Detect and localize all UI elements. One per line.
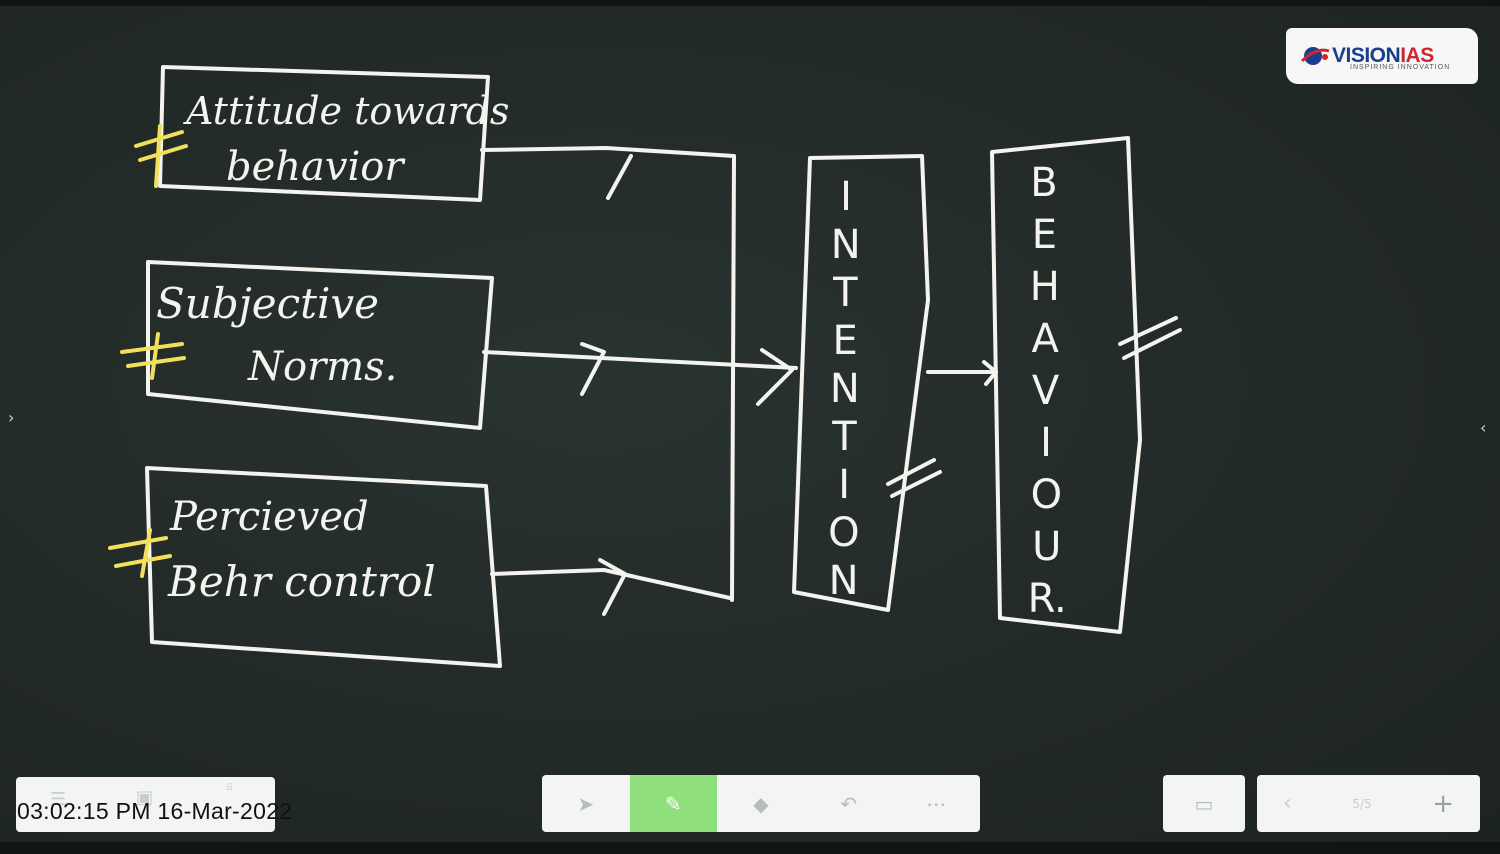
perceived-line1: Percieved xyxy=(169,494,369,540)
pen-icon: ✎ xyxy=(665,791,682,816)
arrow-head-perceived xyxy=(598,558,627,616)
intention-letter: I xyxy=(840,174,852,220)
left-toolbar: ☰ ▣ ⠿ xyxy=(16,777,275,832)
box-perceived-control xyxy=(145,466,502,668)
emphasis-mark-perceived xyxy=(108,528,172,578)
subjective-line2: Norms. xyxy=(247,344,397,390)
screen-capture-icon[interactable]: ▣ xyxy=(136,787,154,808)
subjective-line1: Subjective xyxy=(156,279,379,328)
arrow-head-subjective xyxy=(580,342,606,396)
recording-timestamp: 03:02:15 PM 16-Mar-2022 xyxy=(17,798,293,824)
emphasis-mark-attitude xyxy=(134,124,188,188)
pointer-tool-button[interactable]: ➤ xyxy=(542,775,630,832)
double-tick-intention xyxy=(886,458,942,498)
logo-vision: VISION xyxy=(1332,44,1401,67)
grid-icon[interactable]: ⠿ xyxy=(226,783,234,794)
eraser-tool-button[interactable]: ◆ xyxy=(717,775,805,832)
prev-page-icon[interactable]: ‹ xyxy=(1283,791,1292,816)
arrow-head-attitude xyxy=(606,154,633,200)
globe-logo-icon xyxy=(1300,47,1330,65)
behaviour-letter: R. xyxy=(1028,576,1067,622)
logo-wordmark: VISIONIAS xyxy=(1332,44,1434,68)
page-navigation: ‹ 5/5 + xyxy=(1257,775,1480,832)
intention-letter: N xyxy=(831,222,861,268)
logo-ias: IAS xyxy=(1400,44,1434,67)
intention-letter: T xyxy=(832,270,858,316)
box-intention xyxy=(792,154,930,612)
connector-perceived xyxy=(490,568,732,600)
behaviour-letter: I xyxy=(1040,420,1052,466)
board-frame-top xyxy=(0,0,1500,6)
emphasis-mark-subjective xyxy=(120,332,186,380)
connector-attitude xyxy=(480,146,736,602)
screen-icon: ▭ xyxy=(1194,791,1214,816)
menu-icon[interactable]: ☰ xyxy=(50,789,67,810)
drawing-toolbar: ➤ ✎ ◆ ↶ ⋯ xyxy=(542,775,980,832)
double-tick-behaviour xyxy=(1118,316,1182,360)
undo-icon: ↶ xyxy=(840,791,857,816)
vision-ias-logo: VISIONIAS INSPIRING INNOVATION xyxy=(1286,28,1478,84)
pen-tool-button[interactable]: ✎ xyxy=(629,775,718,832)
pointer-icon: ➤ xyxy=(577,791,595,816)
logo-tagline: INSPIRING INNOVATION xyxy=(1350,64,1451,71)
intention-letter: E xyxy=(832,318,857,364)
behaviour-letter: B xyxy=(1030,160,1057,206)
board-frame-bottom xyxy=(0,842,1500,854)
screen-toolbar: ▭ xyxy=(1163,775,1245,832)
screen-button[interactable]: ▭ xyxy=(1163,775,1245,832)
arrow-head-intention xyxy=(756,348,794,406)
attitude-line1: Attitude towards xyxy=(183,89,509,133)
box-behaviour xyxy=(990,136,1142,634)
intention-letter: N xyxy=(829,558,859,604)
perceived-line2: Behr control xyxy=(167,557,436,606)
right-drawer-chevron-icon[interactable]: ‹ xyxy=(1480,418,1487,437)
behaviour-letter: E xyxy=(1032,212,1057,258)
behaviour-letter: O xyxy=(1031,472,1062,518)
add-page-icon[interactable]: + xyxy=(1432,788,1454,819)
behaviour-letter: V xyxy=(1032,368,1060,414)
connector-subjective xyxy=(482,350,798,370)
intention-letter: O xyxy=(828,510,859,556)
undo-button[interactable]: ↶ xyxy=(805,775,893,832)
eraser-icon: ◆ xyxy=(753,791,769,816)
box-attitude xyxy=(158,65,490,202)
more-icon: ⋯ xyxy=(926,791,947,816)
more-button[interactable]: ⋯ xyxy=(892,775,980,832)
attitude-line2: behavior xyxy=(226,144,406,190)
intention-letter: I xyxy=(838,462,850,508)
page-indicator: 5/5 xyxy=(1352,796,1372,811)
intention-letter: T xyxy=(831,414,857,460)
behaviour-letter: A xyxy=(1032,316,1060,362)
behaviour-letter: U xyxy=(1032,524,1061,570)
left-drawer-chevron-icon[interactable]: › xyxy=(8,408,15,427)
behaviour-letter: H xyxy=(1030,264,1060,310)
intention-letter: N xyxy=(830,366,860,412)
